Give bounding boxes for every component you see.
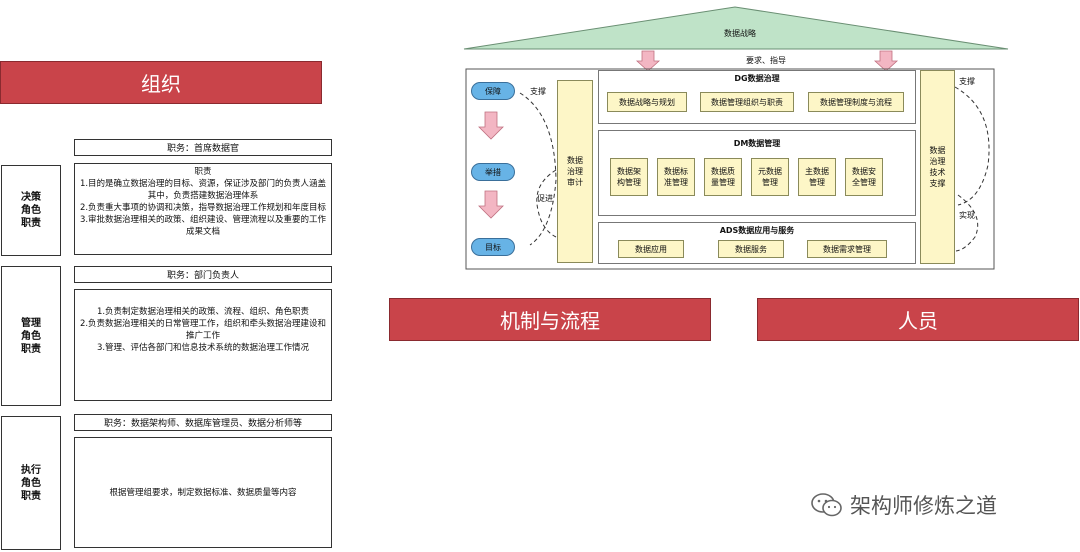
down-arrow-icon <box>478 111 504 140</box>
roof-shape <box>463 6 1009 50</box>
promote-label: 促进 <box>537 194 553 203</box>
pill-goal: 目标 <box>471 238 515 256</box>
ads-item: 数据应用 <box>618 240 684 258</box>
dm-item: 数据架构管理 <box>610 158 648 196</box>
audit-column: 数据治理审计 <box>557 80 593 263</box>
decision-role-title: 职务：首席数据官 <box>74 139 332 156</box>
people-banner: 人员 <box>757 298 1079 341</box>
support-curve <box>519 92 557 246</box>
decision-role-label: 决策 角色 职责 <box>1 165 61 256</box>
duties-heading: 职责 <box>194 167 212 177</box>
watermark-text: 架构师修炼之道 <box>850 494 997 518</box>
dg-item: 数据战略与规划 <box>607 92 687 112</box>
duty-item: 2.负责重大事项的协调和决策，指导数据治理工作规划和年度目标 <box>79 203 327 213</box>
decision-role-duties: 职责 1.目的是确立数据治理的目标、资源，保证涉及部门的负责人涵盖其中，负责搭建… <box>74 163 332 255</box>
pill-measures: 举措 <box>471 163 515 181</box>
down-arrow-icon <box>478 190 504 219</box>
duty-item: 1.目的是确立数据治理的目标、资源，保证涉及部门的负责人涵盖其中，负责搭建数据治… <box>79 179 327 201</box>
audit-label: 数据治理审计 <box>567 156 583 187</box>
framework-diagram <box>463 6 1009 270</box>
dm-item: 数据安全管理 <box>845 158 883 196</box>
requirement-label: 要求、指导 <box>746 56 786 65</box>
support-left-label: 支撑 <box>530 87 546 96</box>
roof-label: 数据战略 <box>724 29 756 38</box>
promote-curve <box>536 169 557 238</box>
management-role-title: 职务：部门负责人 <box>74 266 332 283</box>
duty-item: 3.审批数据治理相关的政策、组织建设、管理流程以及重要的工作成果文档 <box>79 215 327 237</box>
down-arrow-icon <box>873 50 899 72</box>
execution-role-title: 职务：数据架构师、数据库管理员、数据分析师等 <box>74 414 332 431</box>
dm-item: 数据质量管理 <box>704 158 742 196</box>
dg-item: 数据管理组织与职责 <box>700 92 794 112</box>
ads-title: ADS数据应用与服务 <box>719 226 795 235</box>
ads-item: 数据需求管理 <box>807 240 887 258</box>
dm-item: 主数据管理 <box>798 158 836 196</box>
down-arrow-icon <box>635 50 661 72</box>
duty-item: 3.管理、评估各部门和信息技术系统的数据治理工作情况 <box>96 343 310 353</box>
outer-frame <box>465 68 995 270</box>
dg-title: DG数据治理 <box>734 74 780 83</box>
ads-item: 数据服务 <box>718 240 784 258</box>
duty-item: 1.负责制定数据治理相关的政策、流程、组织、角色职责 <box>96 307 310 317</box>
dm-item: 元数据管理 <box>751 158 789 196</box>
wechat-icon <box>811 493 842 517</box>
dm-title: DM数据管理 <box>733 139 781 148</box>
management-role-duties: 1.负责制定数据治理相关的政策、流程、组织、角色职责 2.负责数据治理相关的日常… <box>74 289 332 401</box>
pill-guarantee: 保障 <box>471 82 515 100</box>
duty-item: 2.负责数据治理相关的日常管理工作，组织和牵头数据治理建设和推广工作 <box>79 319 327 341</box>
watermark: 架构师修炼之道 <box>810 490 1050 520</box>
duty-item: 根据管理组要求，制定数据标准、数据质量等内容 <box>109 487 297 498</box>
dg-item: 数据管理制度与流程 <box>808 92 904 112</box>
realize-label: 实现 <box>959 211 975 220</box>
tech-column: 数据治理技术支撑 <box>920 70 955 264</box>
realize-curve <box>955 194 979 252</box>
tech-label: 数据治理技术支撑 <box>929 146 946 188</box>
support-right-label: 支撑 <box>959 77 975 86</box>
dm-item: 数据标准管理 <box>657 158 695 196</box>
execution-role-label: 执行 角色 职责 <box>1 416 61 550</box>
org-banner: 组织 <box>0 61 322 104</box>
management-role-label: 管理 角色 职责 <box>1 266 61 406</box>
execution-role-duties: 根据管理组要求，制定数据标准、数据质量等内容 <box>74 437 332 548</box>
support-right-curve <box>954 86 990 206</box>
mechanism-banner: 机制与流程 <box>389 298 711 341</box>
